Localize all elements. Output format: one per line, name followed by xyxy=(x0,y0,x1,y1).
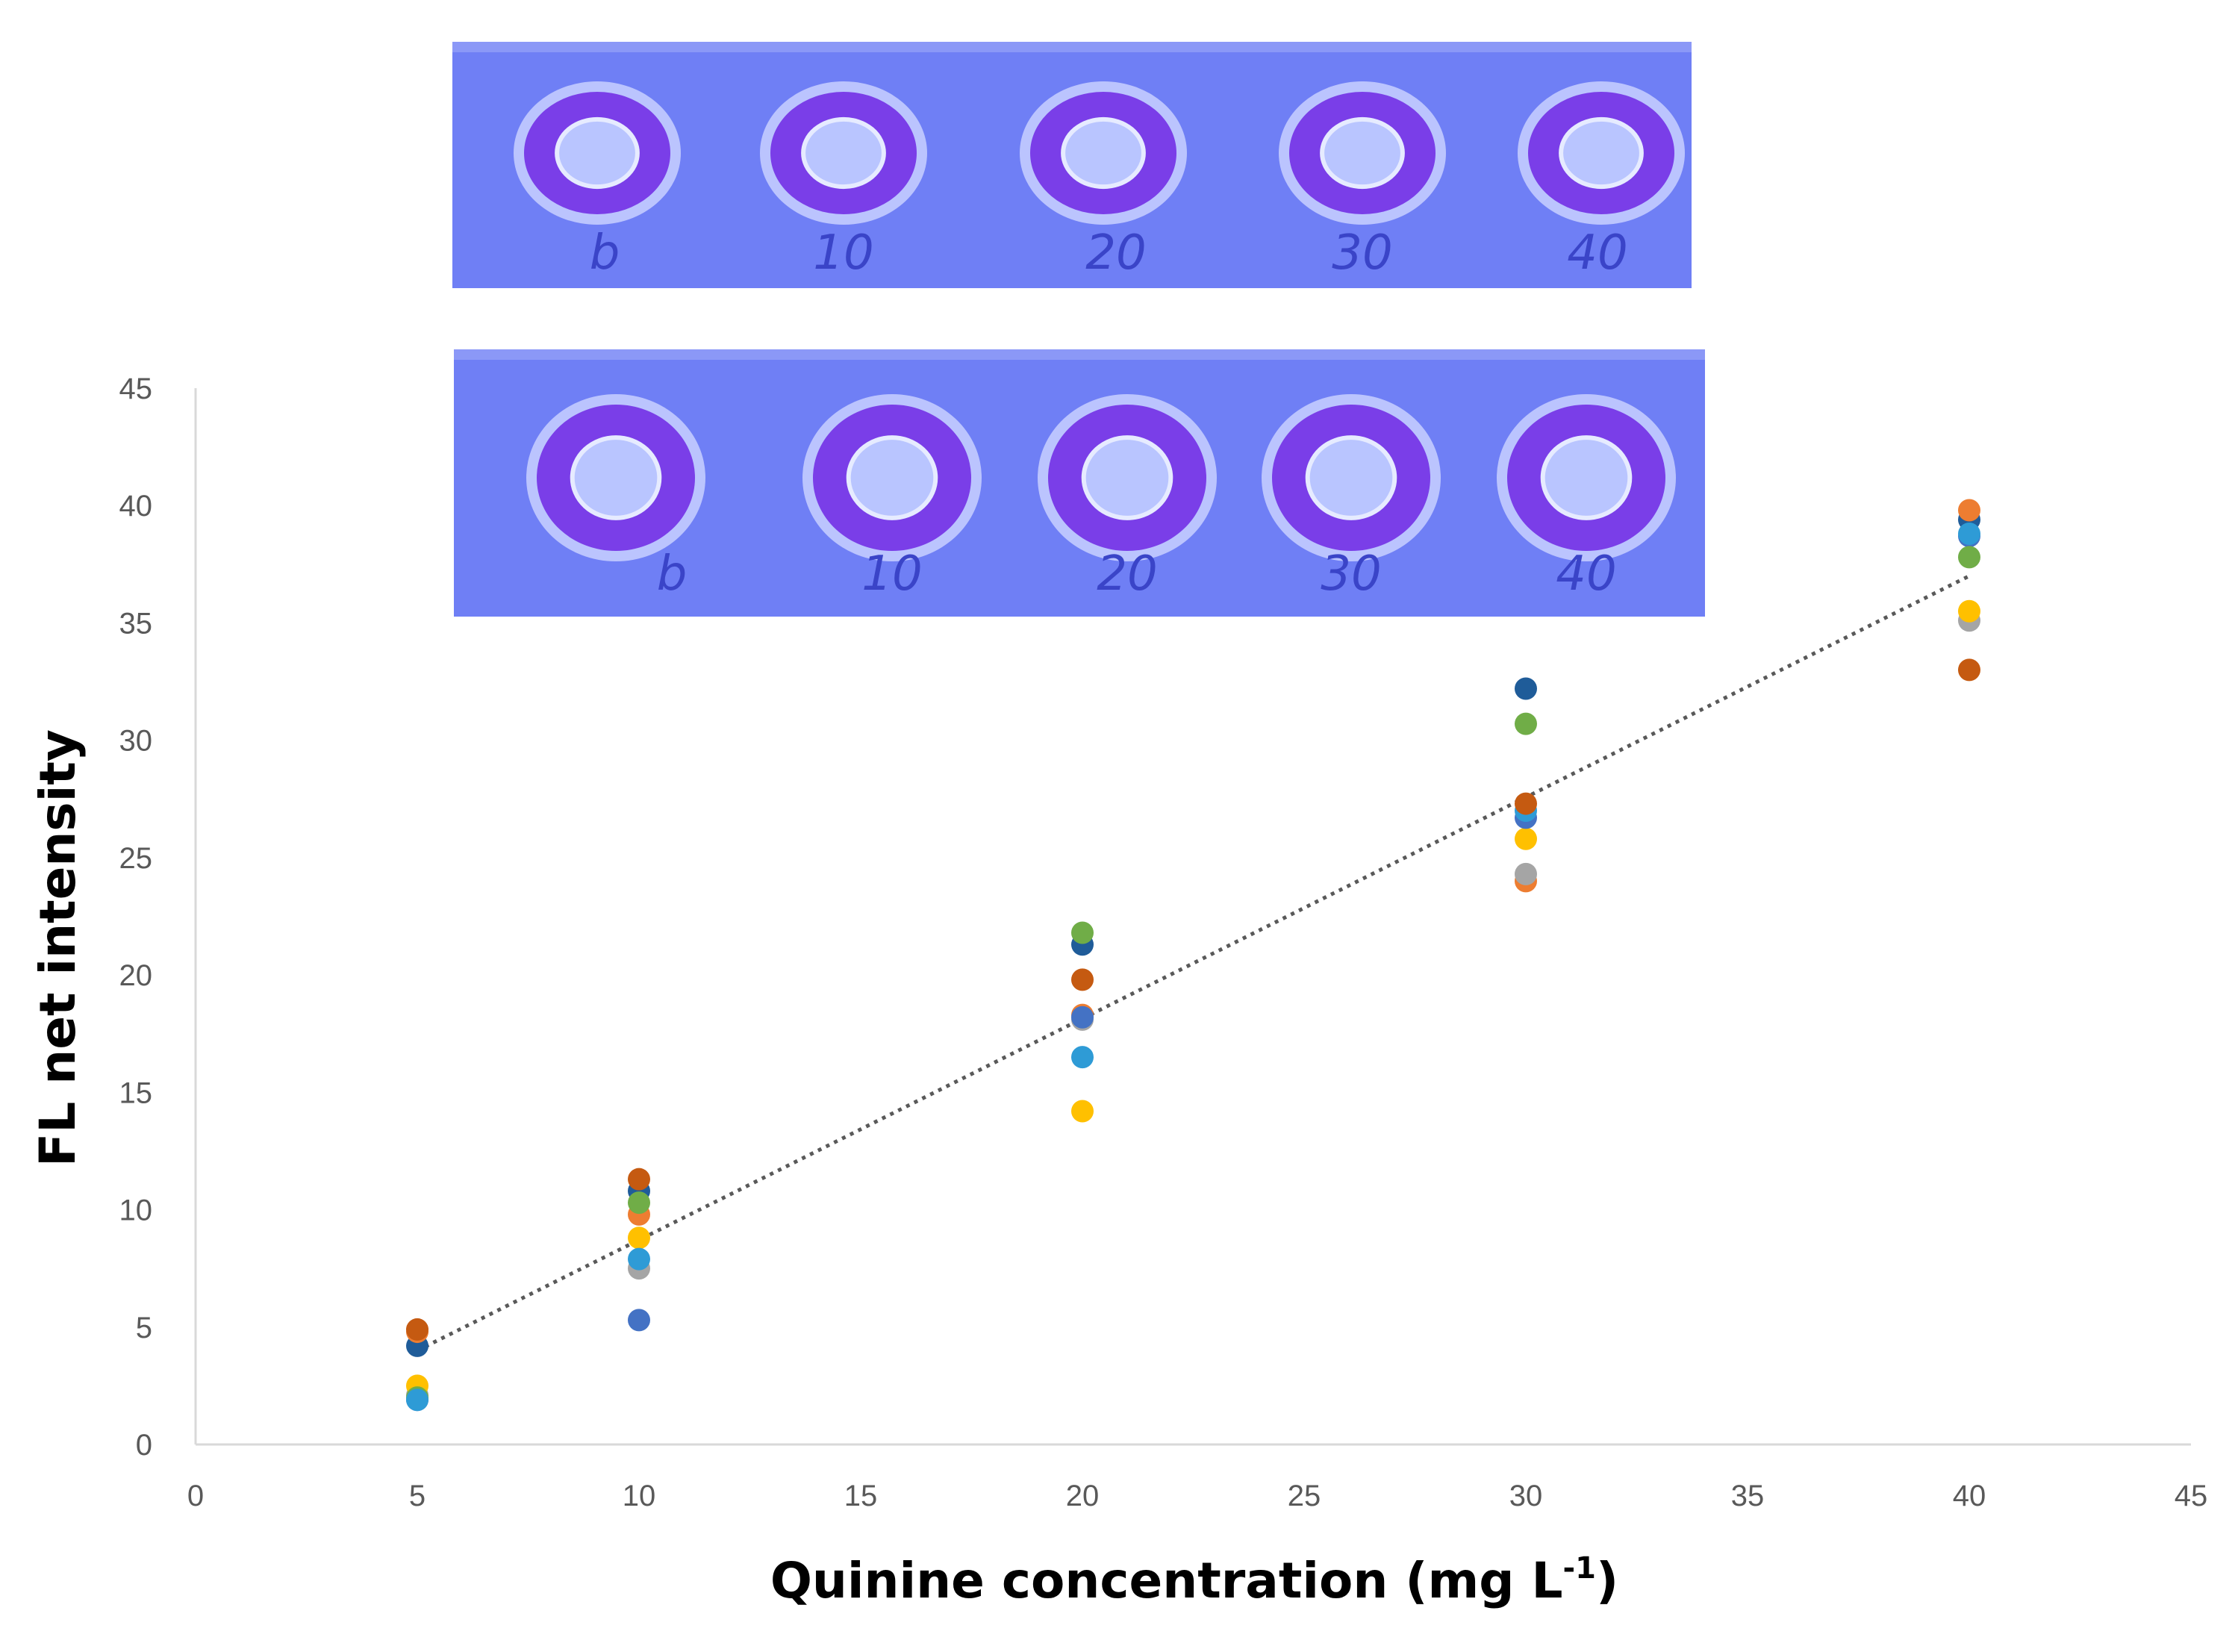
plate-label: 10 xyxy=(813,225,873,281)
well-center xyxy=(1081,435,1173,520)
y-tick-label: 5 xyxy=(136,1312,152,1344)
data-point xyxy=(628,1226,650,1250)
plot-layer: 0 5 10 15 20 25 30 35 40 45 0 5 10 15 20 25 30 35 40 45 xyxy=(119,373,2208,1512)
x-tick-label: 5 xyxy=(409,1480,426,1512)
y-tick-label: 35 xyxy=(119,607,153,640)
plate-photo: b 10 20 30 40 xyxy=(452,42,1692,288)
x-tick-label: 20 xyxy=(1066,1480,1100,1512)
x-tick-label: 15 xyxy=(844,1480,878,1512)
y-tick-label: 45 xyxy=(119,373,153,405)
data-point xyxy=(628,1309,650,1332)
data-point xyxy=(628,1168,650,1191)
data-point xyxy=(406,1388,428,1412)
plate-label: b xyxy=(590,225,620,281)
x-tick-label: 10 xyxy=(623,1480,656,1512)
data-point xyxy=(1515,712,1537,735)
data-point xyxy=(406,1318,428,1341)
plate-well xyxy=(1038,394,1217,561)
plate-well xyxy=(1262,394,1441,561)
x-tick-label: 40 xyxy=(1953,1480,1986,1512)
plate-well xyxy=(802,394,982,561)
data-point xyxy=(1958,599,1980,623)
plate-label: 30 xyxy=(1321,546,1381,602)
data-point xyxy=(1071,921,1094,944)
plate-label: 10 xyxy=(861,546,922,602)
y-tick-label: 0 xyxy=(136,1429,152,1462)
x-axis-title: Quinine concentration (mg L-1) xyxy=(770,1551,1618,1609)
y-tick-label: 40 xyxy=(119,490,153,523)
x-tick-label: 25 xyxy=(1288,1480,1321,1512)
y-tick-label: 25 xyxy=(119,842,153,875)
y-axis-title: FL net intensity xyxy=(29,729,87,1167)
plate-photo: b 10 20 30 40 xyxy=(454,349,1705,617)
x-axis-title-sup: -1 xyxy=(1563,1551,1596,1586)
plate-well xyxy=(1020,81,1187,225)
plate-label: 20 xyxy=(1097,546,1157,602)
data-point xyxy=(628,1191,650,1215)
x-tick-label: 35 xyxy=(1731,1480,1765,1512)
data-point xyxy=(1958,522,1980,545)
well-center xyxy=(846,435,938,520)
well-center xyxy=(1061,116,1146,190)
data-point xyxy=(1515,677,1537,700)
x-tick-label: 30 xyxy=(1509,1480,1543,1512)
data-point xyxy=(1071,1100,1094,1123)
well-center xyxy=(1305,435,1397,520)
y-tick-label: 20 xyxy=(119,959,153,992)
data-point xyxy=(1071,968,1094,991)
plate-well xyxy=(1497,394,1676,561)
plate-label: 20 xyxy=(1085,225,1146,281)
plate-well xyxy=(514,81,681,225)
y-tick-label: 10 xyxy=(119,1194,153,1227)
well-center xyxy=(1559,116,1644,190)
y-tick-label: 15 xyxy=(119,1076,153,1109)
data-point xyxy=(1071,1006,1094,1029)
plate-edge xyxy=(454,349,1705,360)
plate-label: b xyxy=(657,546,688,602)
data-point xyxy=(1515,827,1537,850)
well-center xyxy=(555,116,640,190)
data-point xyxy=(1958,658,1980,682)
x-tick-label: 45 xyxy=(2175,1480,2208,1512)
plate-well xyxy=(1518,81,1685,225)
plate-well xyxy=(760,81,927,225)
x-axis-title-end: ) xyxy=(1596,1552,1618,1609)
data-point xyxy=(1515,862,1537,885)
data-point xyxy=(1958,499,1980,522)
well-center xyxy=(1540,435,1633,520)
trendline xyxy=(416,574,1971,1353)
y-tick-label: 30 xyxy=(119,725,153,758)
plate-well xyxy=(526,394,705,561)
well-center xyxy=(570,435,662,520)
data-point xyxy=(1515,792,1537,815)
well-center xyxy=(1320,116,1405,190)
data-point xyxy=(1958,546,1980,569)
plate-edge xyxy=(452,42,1692,52)
x-tick-label: 0 xyxy=(187,1480,204,1512)
plate-photos: b 10 20 30 40 b 10 20 30 40 xyxy=(452,42,1705,617)
well-center xyxy=(801,116,886,190)
plate-label: 40 xyxy=(1567,225,1627,281)
plate-label: 30 xyxy=(1332,225,1392,281)
data-point xyxy=(1071,1046,1094,1069)
x-axis-title-main: Quinine concentration (mg L xyxy=(770,1552,1563,1609)
plate-label: 40 xyxy=(1556,546,1616,602)
data-point xyxy=(628,1247,650,1271)
plate-well xyxy=(1279,81,1446,225)
